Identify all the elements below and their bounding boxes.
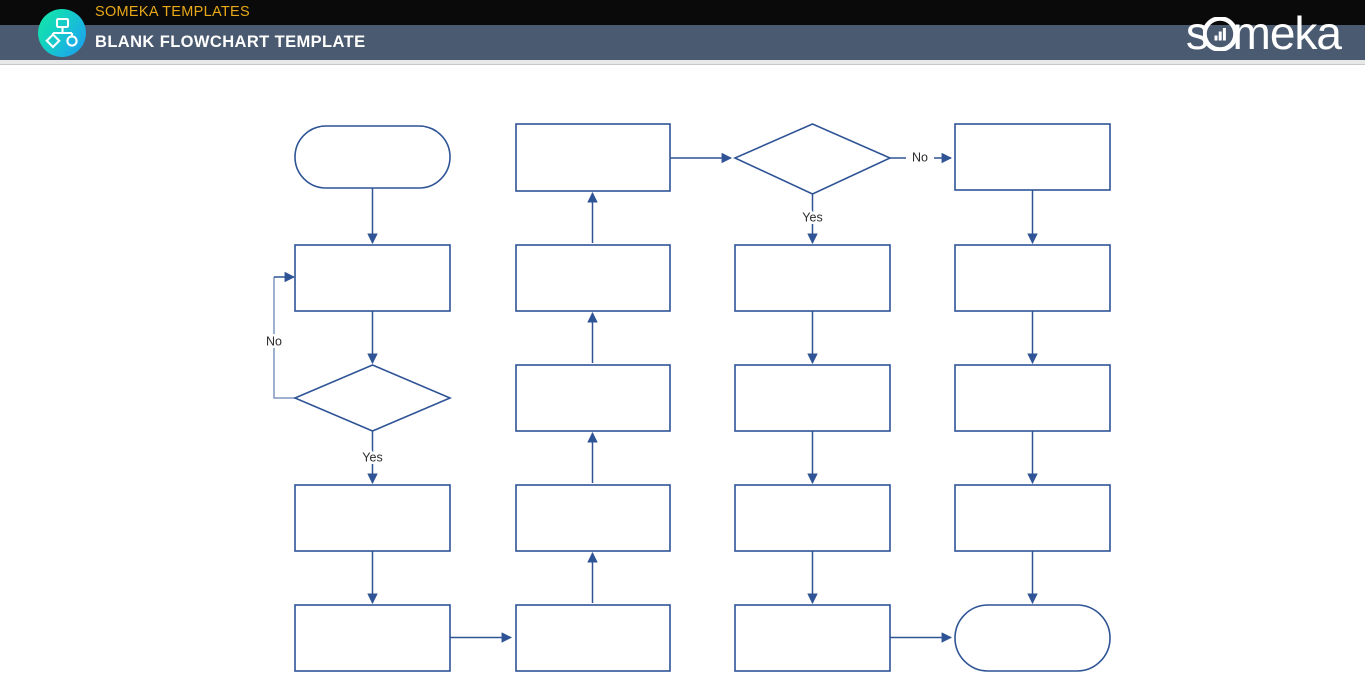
node-c2r1-process[interactable] — [515, 123, 671, 192]
node-c1r3-decision[interactable] — [292, 364, 453, 432]
node-c3r4-process[interactable] — [734, 484, 891, 552]
flowchart-logo-icon — [38, 9, 86, 57]
node-layer — [292, 123, 1111, 672]
node-c4r4-process[interactable] — [954, 484, 1111, 552]
edge-label-col1-no: No — [266, 334, 282, 348]
node-c2r5-process[interactable] — [515, 604, 671, 672]
node-c1r4-process[interactable] — [294, 484, 451, 552]
header-divider-rule — [0, 60, 1365, 65]
connector-c1-no-loop — [273, 277, 295, 399]
node-c2r4-process[interactable] — [515, 484, 671, 552]
flowchart-canvas: No Yes Yes No — [0, 68, 1365, 700]
node-c3r1-decision[interactable] — [733, 123, 892, 195]
node-c3r3-process[interactable] — [734, 364, 891, 432]
header-title-band — [0, 25, 1365, 60]
edge-label-layer: No Yes Yes No — [264, 148, 931, 467]
node-c1r1-terminator[interactable] — [294, 125, 451, 189]
someka-wordmark: s o meka — [1185, 7, 1342, 59]
node-c1r2-process[interactable] — [294, 244, 451, 312]
wordmark-o-with-chart-icon: o — [1203, 10, 1238, 56]
edge-label-col1-yes: Yes — [362, 450, 382, 464]
node-c2r3-process[interactable] — [515, 364, 671, 432]
wordmark-s: s — [1185, 7, 1209, 59]
node-c4r5-terminator[interactable] — [954, 604, 1111, 672]
node-c3r2-process[interactable] — [734, 244, 891, 312]
wordmark-meka: meka — [1232, 7, 1342, 59]
node-c3r5-process[interactable] — [734, 604, 891, 672]
node-c4r2-process[interactable] — [954, 244, 1111, 312]
node-c1r5-process[interactable] — [294, 604, 451, 672]
brand-eyebrow: SOMEKA TEMPLATES — [95, 4, 250, 20]
header-top-strip — [0, 0, 1365, 25]
node-c2r2-process[interactable] — [515, 244, 671, 312]
edge-label-col3-yes: Yes — [802, 210, 822, 224]
edge-label-col3-no: No — [912, 150, 928, 164]
app-header: SOMEKA TEMPLATES BLANK FLOWCHART TEMPLAT… — [0, 0, 1365, 68]
page-title: BLANK FLOWCHART TEMPLATE — [95, 33, 366, 51]
node-c4r3-process[interactable] — [954, 364, 1111, 432]
node-c4r1-process[interactable] — [954, 123, 1111, 191]
connector-layer — [273, 152, 1038, 643]
